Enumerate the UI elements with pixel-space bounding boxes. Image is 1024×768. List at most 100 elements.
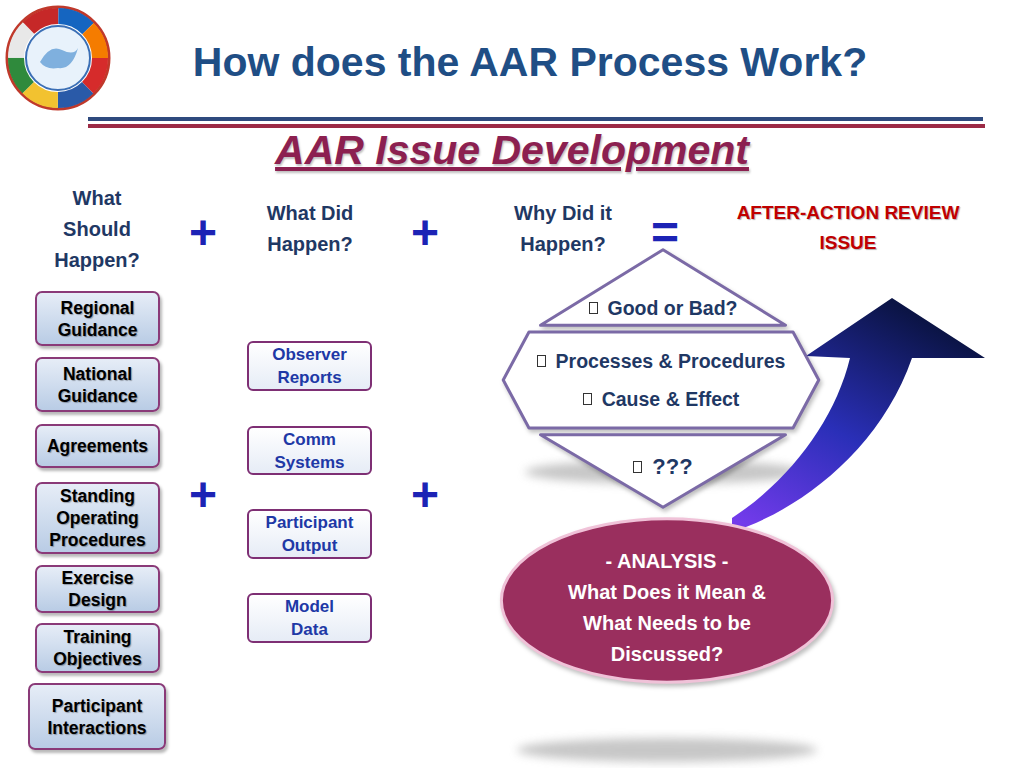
title-rule (88, 117, 983, 121)
logo-flag (16, 16, 100, 100)
node-text: - ANALYSIS - (606, 546, 729, 577)
diamond-band: Processes & ProceduresCause & Effect (500, 331, 822, 429)
text-row: Standing Operating Procedures (49, 485, 145, 551)
column-header: Why Did it Happen? (501, 198, 626, 260)
text-row: ??? (633, 455, 692, 479)
text-row: - ANALYSIS - (606, 546, 729, 577)
node-body: National Guidance (37, 359, 158, 410)
guidance-box: Training Objectives (35, 623, 160, 673)
node-body: Participant Interactions (30, 685, 164, 748)
source-box: Model Data (247, 593, 372, 643)
source-box: Participant Output (247, 509, 372, 559)
logo-flag (16, 16, 100, 100)
logo-center (26, 26, 90, 90)
text-row: Cause & Effect (583, 387, 740, 411)
operator-sign: = (651, 210, 679, 256)
guidance-box: Agreements (35, 424, 160, 468)
node-text: National Guidance (58, 363, 138, 407)
node-body: Regional Guidance (37, 293, 158, 344)
node-text: Good or Bad? (608, 296, 738, 320)
node-body: Exercise Design (37, 567, 158, 611)
source-box: Observer Reports (247, 341, 372, 391)
diamond-outline (541, 435, 786, 508)
node-body: Training Objectives (37, 625, 158, 671)
node-body: Model Data (249, 595, 370, 641)
node-text: Standing Operating Procedures (49, 485, 145, 551)
logo-emblem (7, 7, 109, 109)
node-text: Observer Reports (272, 343, 347, 389)
text-row: Comm Systems (275, 428, 345, 474)
column-header: What Did Happen? (253, 198, 368, 260)
diamond-outline (503, 332, 819, 428)
node-text: Processes & Procedures (556, 349, 786, 373)
node-body: Standing Operating Procedures (37, 484, 158, 552)
operator-sign: + (411, 472, 439, 518)
node-body: Comm Systems (249, 428, 370, 473)
node-text: Exercise Design (61, 567, 133, 611)
column-header: What Should Happen? (54, 183, 140, 276)
operator-sign: + (189, 210, 217, 256)
operator-sign: + (411, 210, 439, 256)
guidance-box: Regional Guidance (35, 291, 160, 346)
text-row: Good or Bad? (589, 296, 738, 320)
logo-flag (16, 16, 100, 100)
node-text: Comm Systems (275, 428, 345, 474)
text-row: Participant Interactions (47, 695, 146, 739)
diamond-bottom: ??? (538, 434, 788, 508)
logo-flag (16, 16, 100, 100)
node-text: Agreements (47, 435, 148, 457)
page-title: How does the AAR Process Work? (193, 38, 867, 86)
node-body: Participant Output (249, 511, 370, 557)
text-row: Training Objectives (53, 626, 142, 670)
result-header: AFTER-ACTION REVIEW ISSUE (713, 198, 983, 258)
guidance-box: Standing Operating Procedures (35, 482, 160, 554)
text-row: Processes & Procedures (537, 349, 786, 373)
shadow (517, 738, 817, 762)
bullet-box (583, 393, 592, 405)
text-row: National Guidance (58, 363, 138, 407)
node-text: ??? (652, 455, 692, 479)
logo-flag (16, 16, 100, 100)
bullet-box (633, 461, 642, 473)
node-body: Observer Reports (249, 343, 370, 389)
guidance-box: National Guidance (35, 357, 160, 412)
node-body: Processes & ProceduresCause & Effect (500, 331, 822, 429)
node-text: Regional Guidance (58, 297, 138, 341)
node-text: Model Data (285, 595, 334, 641)
text-row: Regional Guidance (58, 297, 138, 341)
text-row: Model Data (285, 595, 334, 641)
text-row: Participant Output (266, 511, 354, 557)
logo-ring (7, 7, 109, 109)
node-body: ??? (538, 434, 788, 508)
diamond-outline (541, 250, 786, 325)
text-row: What Does it Mean & What Needs to be Dis… (567, 577, 767, 670)
source-box: Comm Systems (247, 426, 372, 475)
shape-outline (500, 331, 822, 429)
bullet-box (589, 302, 598, 314)
logo-map (40, 48, 78, 68)
logo-flag (16, 16, 100, 100)
logo-flag (16, 16, 100, 100)
guidance-box: Exercise Design (35, 565, 160, 613)
diamond-top: Good or Bad? (538, 249, 788, 326)
text-row: Exercise Design (61, 567, 133, 611)
analysis-ellipse: - ANALYSIS -What Does it Mean & What Nee… (498, 517, 836, 684)
logo-flag (16, 16, 100, 100)
node-text: Training Objectives (53, 626, 142, 670)
guidance-box: Participant Interactions (28, 683, 166, 750)
ellipse-outline (501, 519, 832, 683)
operator-sign: + (189, 472, 217, 518)
text-row: Observer Reports (272, 343, 347, 389)
node-body: - ANALYSIS -What Does it Mean & What Nee… (498, 517, 836, 684)
bullet-box (537, 355, 546, 367)
node-text: Participant Output (266, 511, 354, 557)
node-body: Agreements (37, 426, 158, 466)
node-text: Cause & Effect (602, 387, 740, 411)
node-body: Good or Bad? (538, 249, 788, 326)
node-text: Participant Interactions (47, 695, 146, 739)
subtitle: AAR Issue Development (275, 126, 749, 174)
text-row: Agreements (47, 435, 148, 457)
node-text: What Does it Mean & What Needs to be Dis… (567, 577, 767, 670)
